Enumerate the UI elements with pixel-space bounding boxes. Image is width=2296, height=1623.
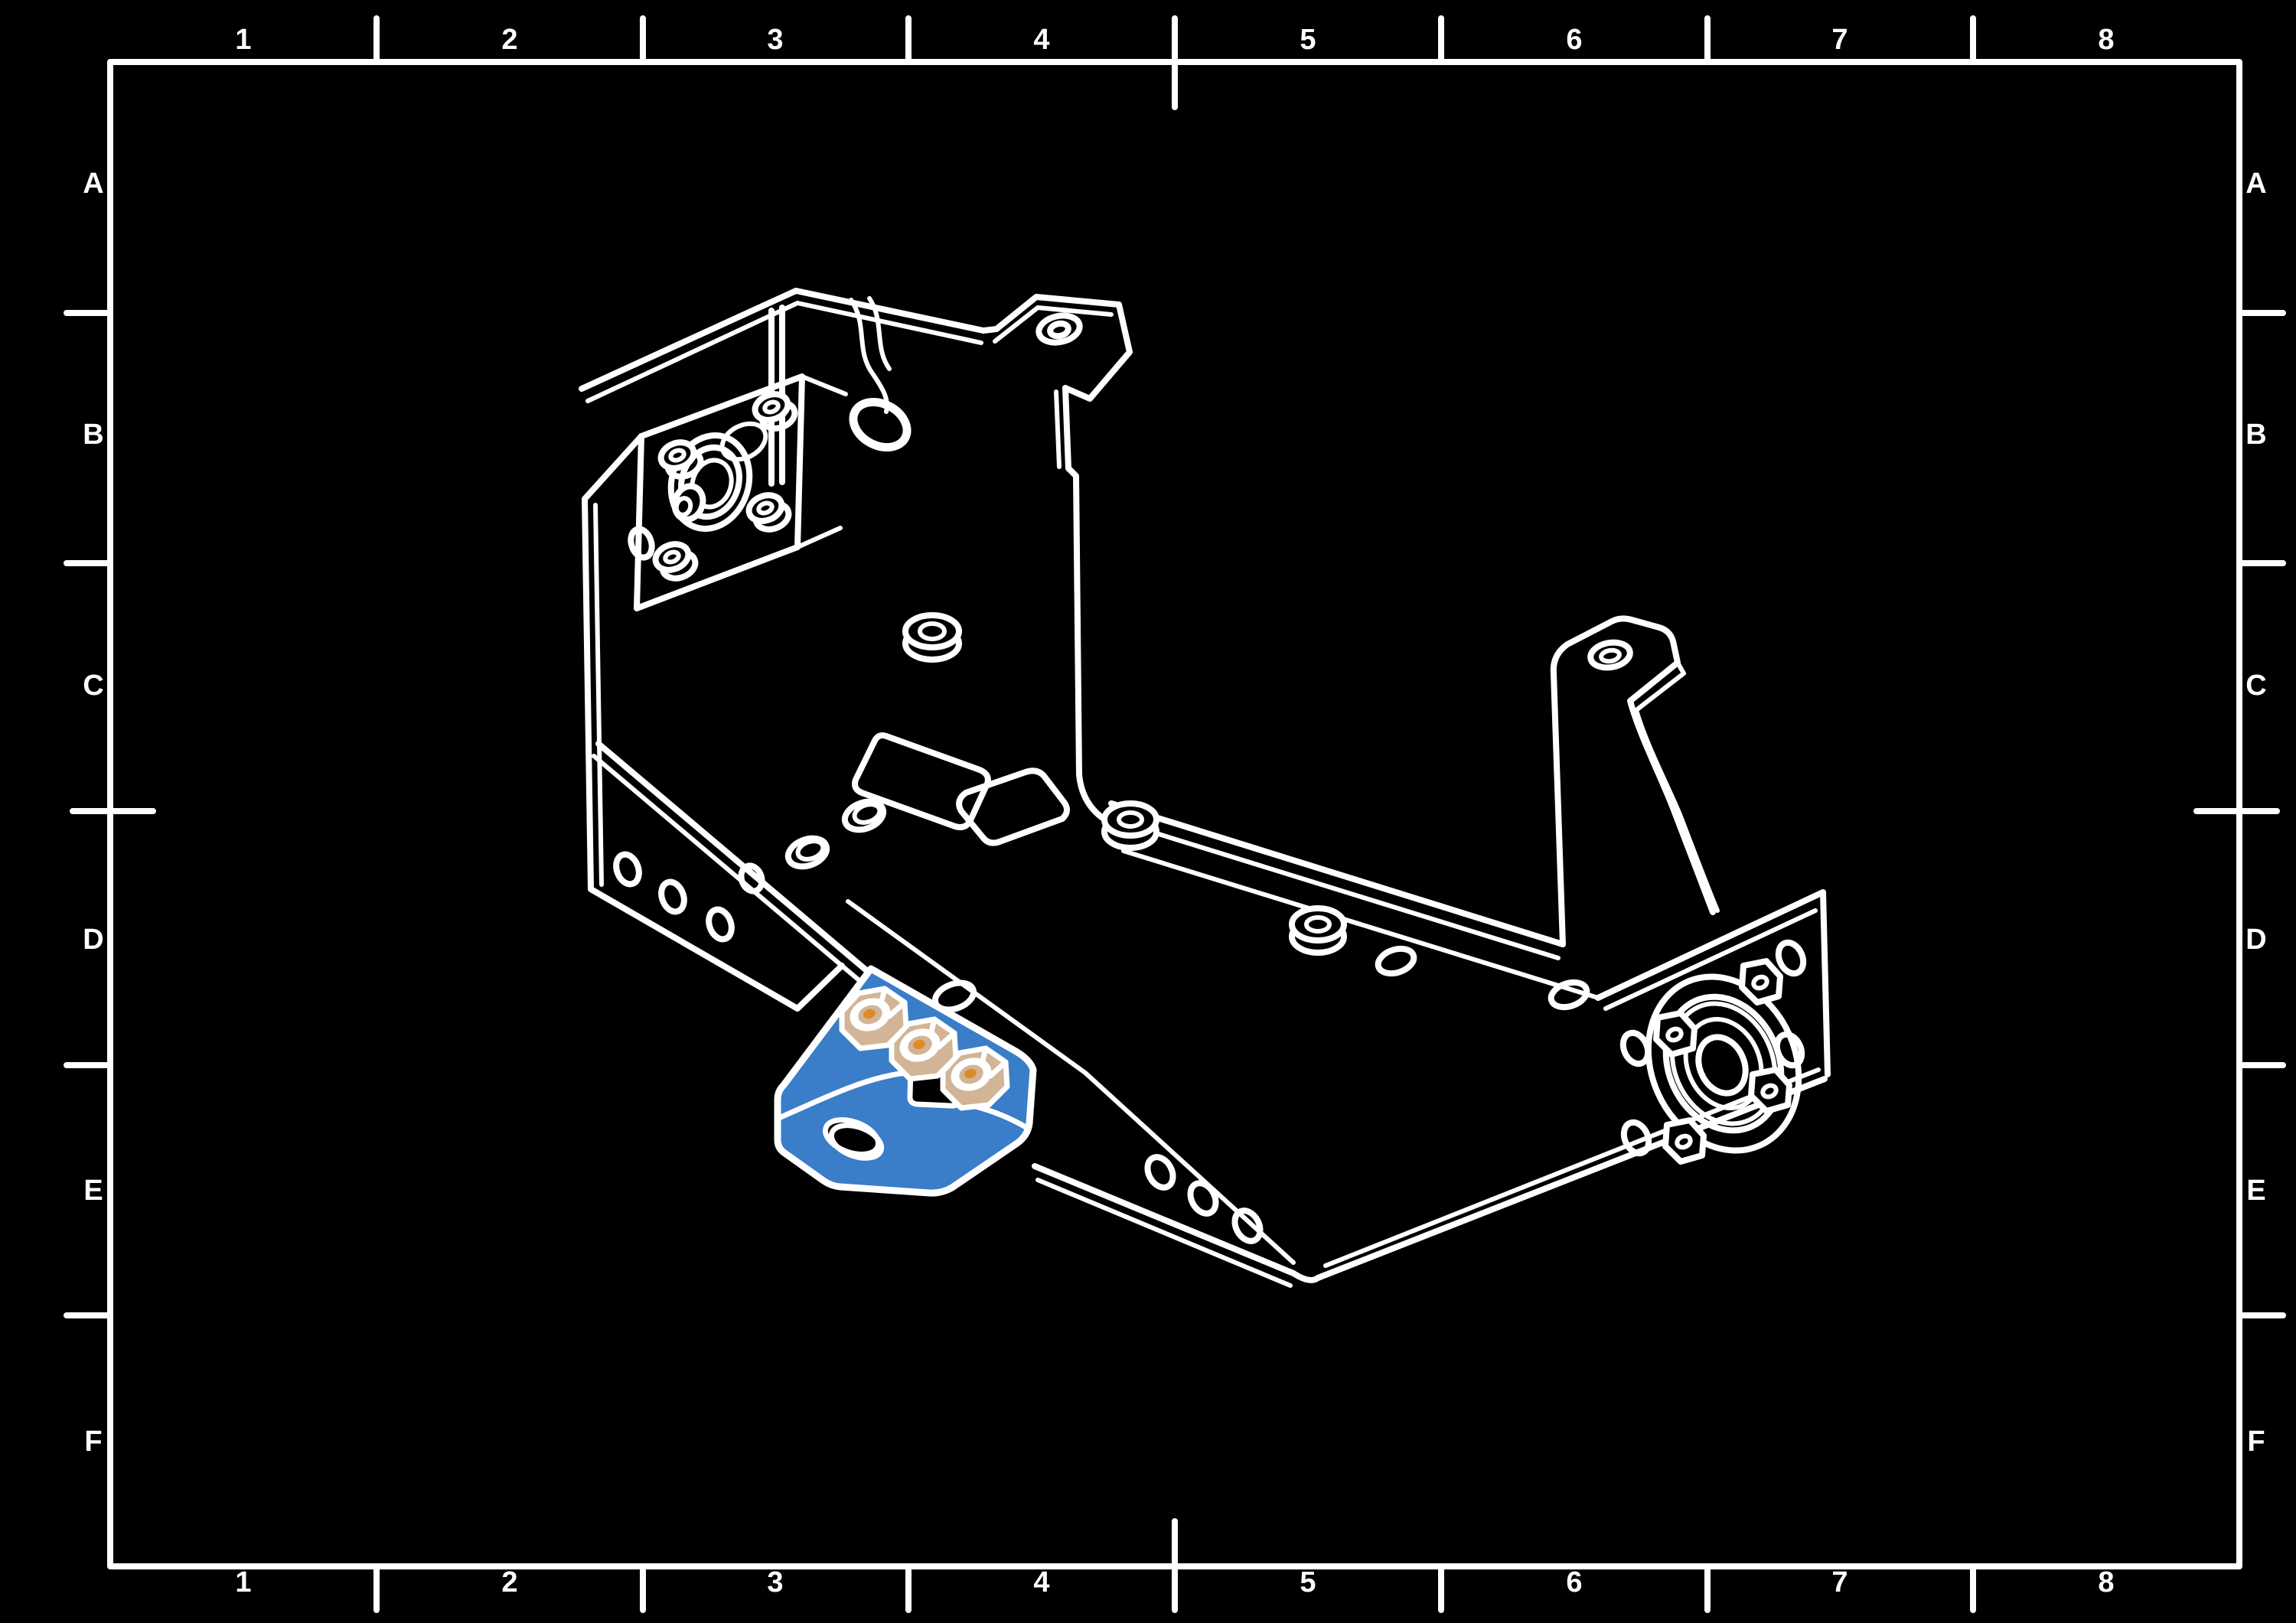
grid-col-label-top-8: 8	[2098, 24, 2115, 56]
grid-row-label-left-A: A	[83, 168, 104, 200]
grid-col-label-top-5: 5	[1300, 24, 1316, 56]
grid-col-label-bottom-4: 4	[1033, 1566, 1050, 1599]
center-tab-bracket	[980, 294, 1133, 826]
grid-col-label-top-7: 7	[1831, 24, 1848, 56]
grid-row-label-right-D: D	[2245, 924, 2267, 956]
grid-col-label-bottom-2: 2	[501, 1566, 518, 1599]
angled-slot-cutout	[852, 732, 991, 830]
grid-row-label-left-B: B	[83, 419, 104, 451]
grid-row-label-right-F: F	[2247, 1426, 2265, 1458]
top-deck	[738, 768, 1600, 1013]
grid-col-label-bottom-8: 8	[2098, 1566, 2115, 1599]
grid-col-label-bottom-3: 3	[767, 1566, 784, 1599]
motor-screws	[652, 391, 798, 582]
grid-row-label-right-A: A	[2245, 168, 2267, 200]
motor-mount	[634, 373, 991, 830]
slot-and-washer	[849, 296, 962, 663]
grid-col-label-top-1: 1	[235, 24, 252, 56]
grid-col-label-top-3: 3	[767, 24, 784, 56]
grid-col-label-top-4: 4	[1033, 24, 1050, 56]
front-apron	[592, 741, 1828, 1288]
grid-row-label-right-B: B	[2245, 419, 2267, 451]
grid-row-label-right-C: C	[2245, 670, 2267, 702]
right-upright-bracket	[1550, 615, 1720, 947]
grid-row-label-left-E: E	[83, 1175, 103, 1207]
grid-row-label-left-D: D	[83, 924, 104, 956]
flange-standoffs	[1653, 958, 1792, 1165]
grid-col-label-bottom-6: 6	[1566, 1566, 1583, 1599]
grid-row-label-left-F: F	[84, 1426, 103, 1458]
grid-row-label-right-E: E	[2246, 1175, 2266, 1207]
screw-1	[839, 986, 909, 1051]
chassis-line-art	[579, 288, 1831, 1288]
screw-3	[940, 1045, 1010, 1111]
sheet-border	[107, 59, 2242, 1569]
grid-col-label-bottom-5: 5	[1300, 1566, 1316, 1599]
grid-col-label-top-6: 6	[1566, 24, 1583, 56]
right-end-panel	[1595, 889, 1831, 1165]
grid-row-label-left-C: C	[83, 670, 104, 702]
frame-tick-marks	[64, 15, 2286, 1613]
bracket-screws	[839, 986, 1010, 1111]
left-side-wall	[582, 433, 845, 1012]
grid-col-label-bottom-1: 1	[235, 1566, 252, 1599]
grid-col-label-bottom-7: 7	[1831, 1566, 1848, 1599]
grid-col-label-top-2: 2	[501, 24, 518, 56]
